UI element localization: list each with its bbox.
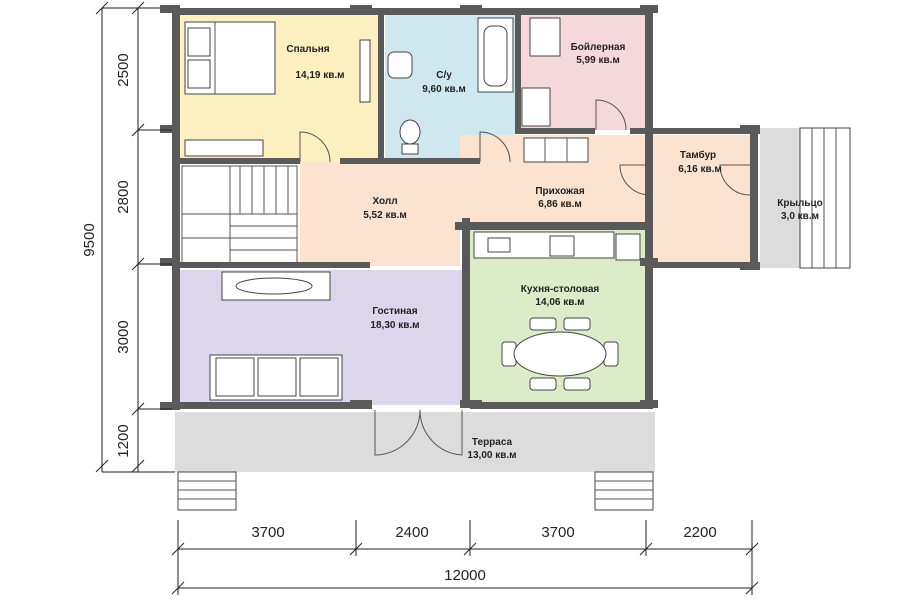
dim-horizontal-4: 2200 [683, 524, 716, 541]
furniture [177, 17, 851, 511]
terrace-area: 13,00 кв.м [467, 450, 516, 461]
entry-door-icon [719, 164, 751, 196]
sofa-icon [209, 354, 343, 401]
kitchen-area: 14,06 кв.м [535, 297, 584, 308]
vestibule-name: Тамбур [680, 149, 716, 161]
vertical-dimensions: 9500 2500 2800 3000 1200 [81, 1, 175, 473]
dining-table-icon [501, 317, 619, 391]
sink-icon [387, 51, 413, 79]
porch-steps-icon [799, 127, 851, 269]
dim-vertical-1: 2500 [115, 53, 132, 86]
dim-vertical-total: 9500 [81, 223, 98, 256]
terrace-door-left-icon [374, 409, 421, 456]
vestibule-door-icon [619, 164, 651, 196]
porch-name: Крыльцо [777, 198, 823, 209]
living-area: 18,30 кв.м [370, 320, 419, 331]
living-name: Гостиная [372, 306, 417, 317]
terrace-fill [175, 412, 655, 472]
dim-vertical-2: 2800 [115, 180, 132, 213]
terrace-name: Терраса [472, 437, 513, 448]
bathroom-name: С/у [436, 70, 452, 81]
dim-horizontal-3: 3700 [541, 524, 574, 541]
dim-vertical-4: 1200 [115, 424, 132, 457]
terrace-steps-left-icon [177, 471, 237, 511]
terrace-steps-right-icon [594, 471, 654, 511]
dim-horizontal-total: 12000 [444, 567, 486, 584]
bathroom-door-icon [479, 131, 511, 163]
walls [160, 5, 760, 410]
entry-area: 6,86 кв.м [538, 199, 582, 210]
stairs-area [180, 165, 298, 265]
boiler-name: Бойлерная [571, 42, 626, 53]
vestibule-fill [650, 135, 750, 265]
dresser-icon [184, 139, 264, 157]
bedroom-door-icon [299, 131, 331, 163]
boiler-door-icon [595, 99, 627, 131]
horizontal-dimensions: 3700 2400 3700 2200 12000 [171, 520, 759, 595]
bedroom-area: 14,19 кв.м [295, 70, 344, 81]
boiler-icon [529, 17, 561, 57]
kitchen-name: Кухня-столовая [521, 284, 600, 295]
hall-name: Холл [372, 196, 397, 207]
tv-icon [359, 39, 371, 103]
dim-vertical-3: 3000 [115, 320, 132, 353]
dim-horizontal-1: 3700 [251, 524, 284, 541]
vestibule-area: 6,16 кв.м [678, 164, 722, 175]
boiler-area: 5,99 кв.м [576, 55, 620, 66]
entry-name: Прихожая [535, 186, 585, 197]
room-labels: Спальня 14,19 кв.м С/у 9,60 кв.м Бойлерн… [286, 42, 822, 461]
fridge-icon [615, 233, 641, 261]
porch-area: 3,0 кв.м [781, 211, 819, 222]
bedroom-name: Спальня [286, 44, 329, 55]
washer-icon [521, 87, 551, 127]
toilet-icon [399, 119, 421, 145]
wardrobe-icon [523, 137, 589, 163]
dim-horizontal-2: 2400 [395, 524, 428, 541]
hall-fill [300, 162, 460, 266]
hall-area: 5,52 кв.м [363, 210, 407, 221]
stairs-icon [181, 165, 298, 264]
terrace-door-right-icon [419, 409, 463, 456]
bathroom-area: 9,60 кв.м [422, 84, 466, 95]
